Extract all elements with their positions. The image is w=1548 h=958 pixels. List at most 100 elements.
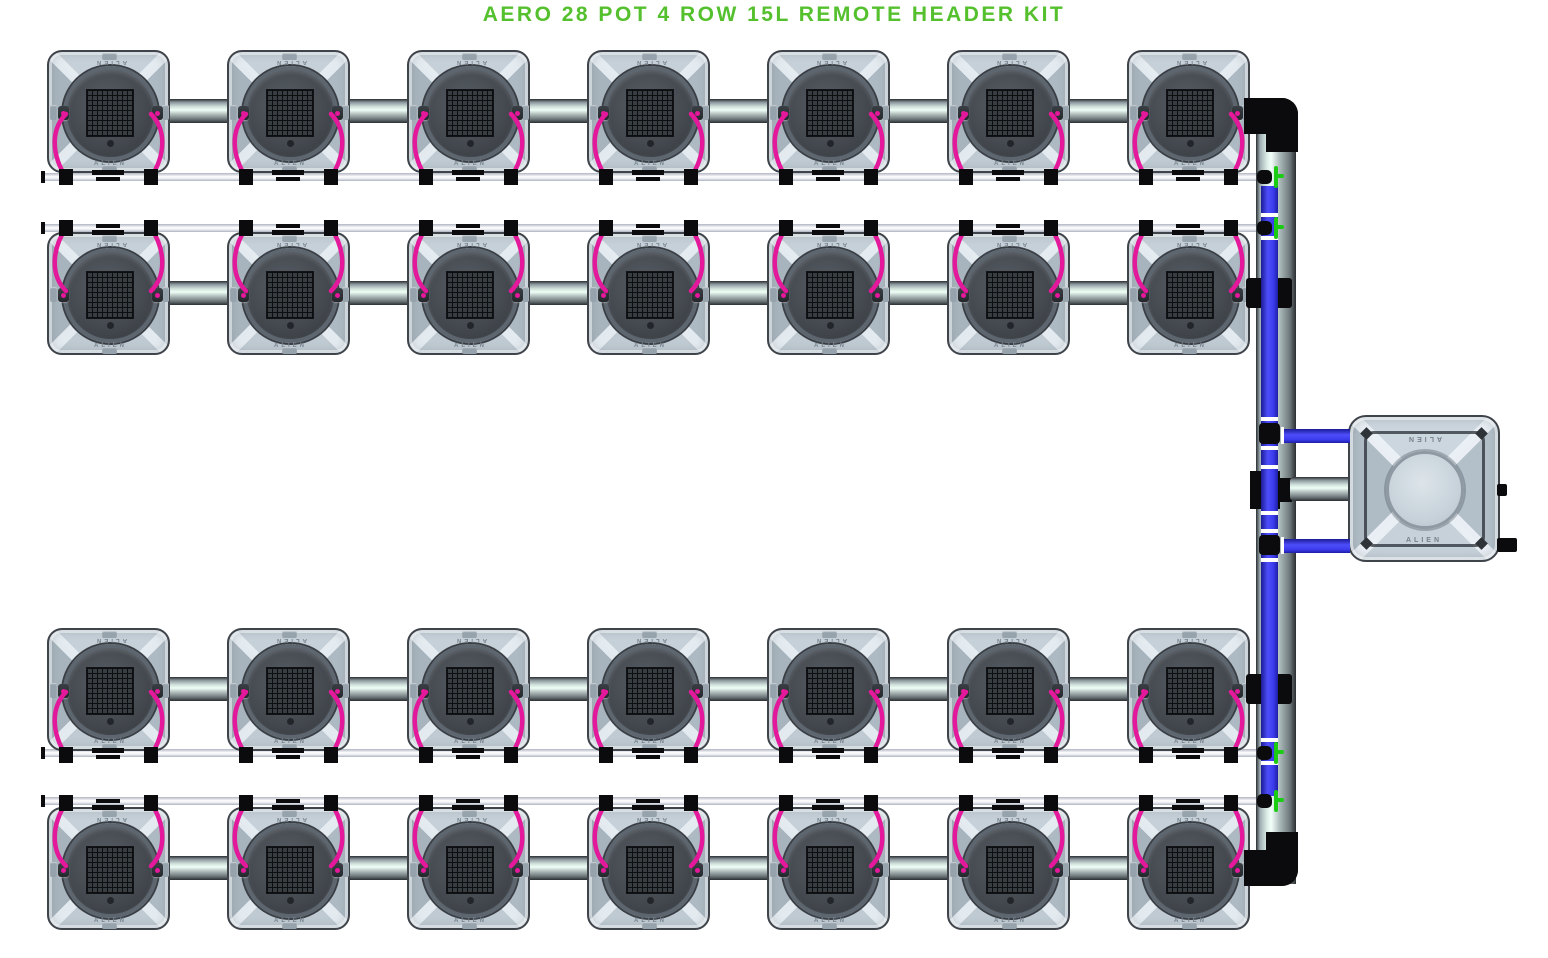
pot-port-dot-left xyxy=(1141,868,1146,873)
pot-clip-tab-left xyxy=(230,105,237,120)
pot-drain-fitting-bar1 xyxy=(272,230,304,235)
pot-clip-tab-top xyxy=(1002,235,1017,242)
pipe-gap-4 xyxy=(1261,417,1278,421)
drip-tube-right xyxy=(328,689,345,758)
tube-fitting-right xyxy=(144,747,158,763)
pot-label-bottom: ALIEN xyxy=(94,161,127,167)
tube-fitting-left xyxy=(59,169,73,185)
pot-clip-tab-bottom xyxy=(462,165,477,172)
pot-label-bottom: ALIEN xyxy=(1174,918,1207,924)
pot-port-dot-right xyxy=(1235,293,1240,298)
pot-drain-fitting-bar2 xyxy=(816,755,840,759)
drip-tube-right xyxy=(868,225,885,294)
pot-clip-tab-bottom xyxy=(282,922,297,929)
tube-fitting-left xyxy=(239,747,253,763)
pot-port-dot-left xyxy=(781,868,786,873)
tube-fitting-right xyxy=(864,220,878,236)
pot-label-bottom: ALIEN xyxy=(994,918,1027,924)
return-junction-cap-row3 xyxy=(1257,746,1272,760)
pot-mesh-grid xyxy=(1166,846,1214,894)
pot-label-bottom: ALIEN xyxy=(634,739,667,745)
tube-fitting-left xyxy=(419,169,433,185)
tube-fitting-right xyxy=(144,220,158,236)
drip-tube-right xyxy=(148,225,165,294)
pot-drain-fitting-bar1 xyxy=(1172,805,1204,810)
pot-clip-tab-right xyxy=(162,862,169,877)
pipe-gap-5 xyxy=(1261,446,1278,450)
pot-clip-tab-top xyxy=(282,53,297,60)
tube-fitting-left xyxy=(599,220,613,236)
drip-tube-right xyxy=(148,800,165,869)
return-junction-cap-row4 xyxy=(1257,794,1272,808)
pot-clip-tab-left xyxy=(230,862,237,877)
pipe-gap-1 xyxy=(1261,236,1278,240)
drip-tube-right xyxy=(1228,225,1245,294)
pot-mesh-grid xyxy=(86,271,134,319)
tube-fitting-right xyxy=(684,795,698,811)
pot-tube-overlay xyxy=(592,220,705,294)
pot-drain-fitting-bar2 xyxy=(996,799,1020,803)
pot-clip-tab-right xyxy=(702,105,709,120)
pot-lid-notch xyxy=(1007,140,1014,147)
pot-drain-fitting-bar1 xyxy=(452,805,484,810)
pot-drain-fitting-bar1 xyxy=(632,230,664,235)
drip-tube-right xyxy=(688,225,705,294)
pot-label-bottom: ALIEN xyxy=(994,739,1027,745)
pipe-gap-6 xyxy=(1261,529,1278,533)
pot-clip-tab-bottom xyxy=(642,165,657,172)
pot-clip-tab-left xyxy=(230,683,237,698)
pot-clip-tab-right xyxy=(1062,862,1069,877)
pot-clip-tab-right xyxy=(882,683,889,698)
pot-clip-tab-left xyxy=(50,683,57,698)
tube-fitting-right xyxy=(504,220,518,236)
pot-port-dot-right xyxy=(335,689,340,694)
pot-drain-fitting-bar2 xyxy=(276,755,300,759)
pot-lid-notch xyxy=(287,322,294,329)
tube-fitting-right xyxy=(684,169,698,185)
pot-label-bottom: ALIEN xyxy=(814,343,847,349)
pot-port-dot-right xyxy=(1235,868,1240,873)
tank-label-bottom: ALIEN xyxy=(1406,537,1442,544)
blue-branch-pipe-bottom xyxy=(1284,539,1350,553)
drip-tube-right xyxy=(688,689,705,758)
pot-mesh-grid xyxy=(806,846,854,894)
pot-tube-overlay xyxy=(952,795,1065,869)
pot-lid-notch xyxy=(827,140,834,147)
pot-port-dot-right xyxy=(335,111,340,116)
pot-clip-tab-top xyxy=(1182,631,1197,638)
drip-tube-right xyxy=(508,689,525,758)
pot-clip-tab-right xyxy=(162,105,169,120)
drip-tube-left xyxy=(412,225,429,294)
tube-fitting-right xyxy=(324,169,338,185)
pot-drain-fitting-bar1 xyxy=(812,748,844,753)
pot-clip-tab-right xyxy=(522,105,529,120)
pot-mesh-grid xyxy=(986,89,1034,137)
pot-label-bottom: ALIEN xyxy=(1174,739,1207,745)
pot-clip-tab-right xyxy=(1242,683,1249,698)
drip-tube-left xyxy=(52,225,69,294)
elbow-fitting-top-v xyxy=(1266,98,1298,152)
pot-label-bottom: ALIEN xyxy=(814,918,847,924)
pot-drain-fitting-bar1 xyxy=(632,748,664,753)
drip-tube-left xyxy=(592,689,609,758)
pot-drain-fitting-bar2 xyxy=(996,224,1020,228)
pot-clip-tab-left xyxy=(950,683,957,698)
pot-clip-tab-top xyxy=(1182,810,1197,817)
pot-label-bottom: ALIEN xyxy=(634,161,667,167)
pot-port-dot-left xyxy=(961,868,966,873)
pot-port-dot-left xyxy=(241,293,246,298)
pot-port-dot-right xyxy=(695,689,700,694)
tube-fitting-left xyxy=(1139,795,1153,811)
drip-tube-left xyxy=(772,225,789,294)
pipe-gap-7 xyxy=(1261,558,1278,562)
drip-tube-right xyxy=(1048,800,1065,869)
pot-lid-notch xyxy=(467,897,474,904)
pot-lid-notch xyxy=(467,322,474,329)
pot-clip-tab-right xyxy=(1242,287,1249,302)
